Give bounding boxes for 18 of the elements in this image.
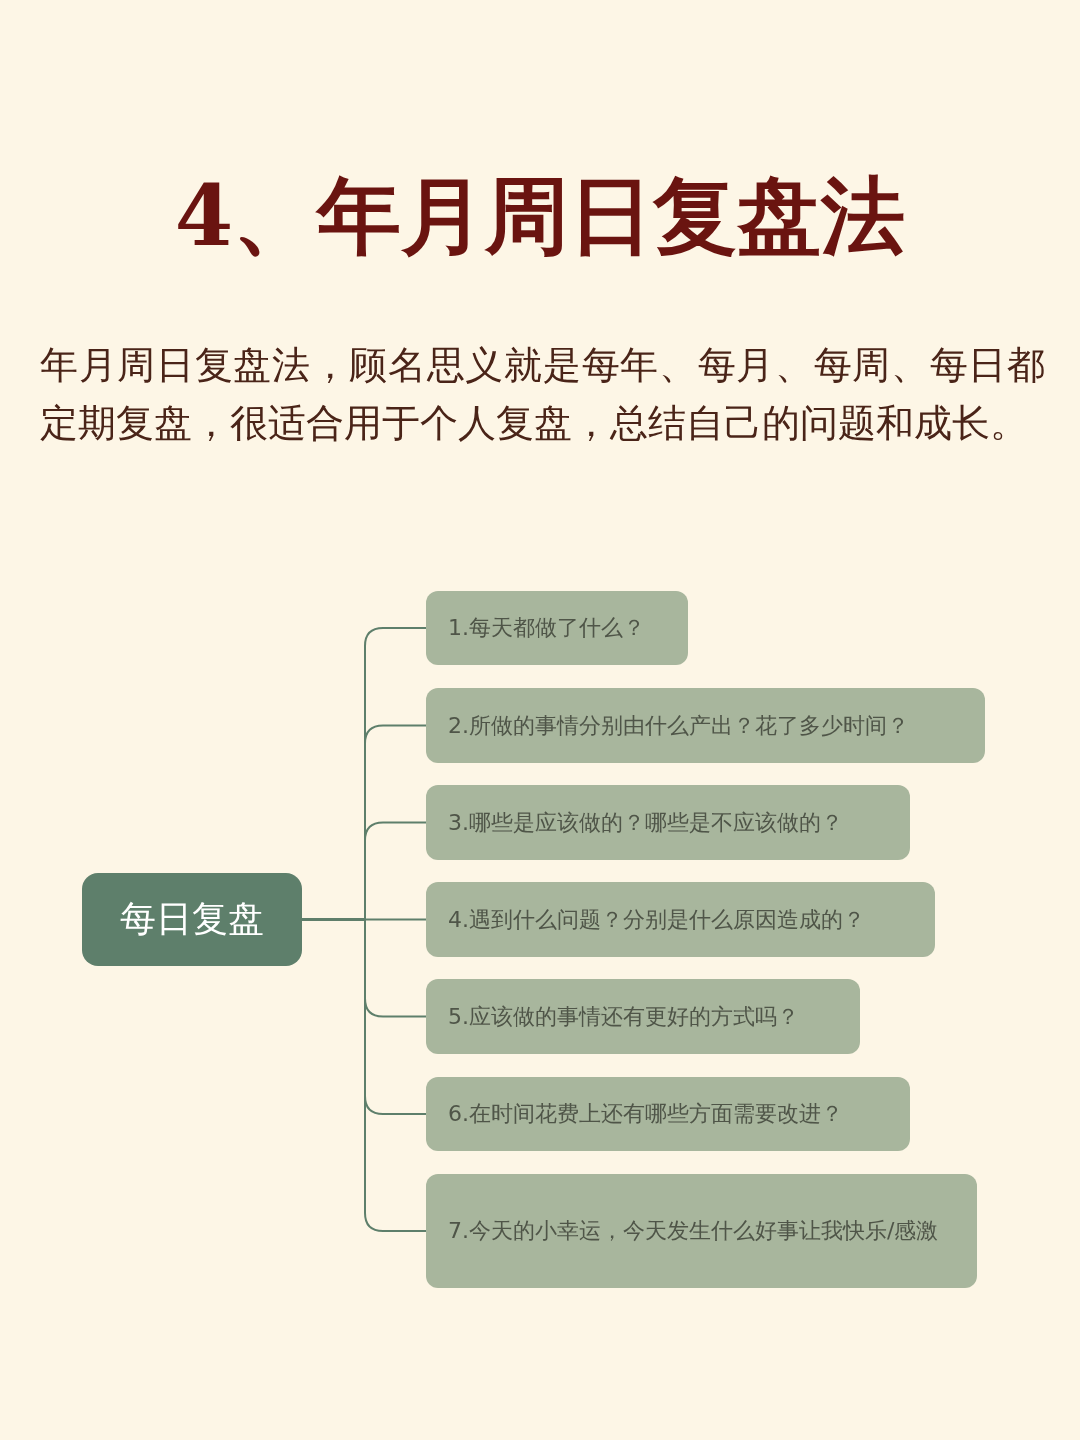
node-text: 5.应该做的事情还有更好的方式吗？: [448, 1002, 799, 1031]
intro-paragraph: 年月周日复盘法，顾名思义就是每年、每月、每周、每日都定期复盘，很适合用于个人复盘，总结自己的问题和成长。: [40, 342, 1045, 447]
topic-box: [426, 1077, 910, 1151]
title: 4、年月周日复盘法: [173, 165, 907, 267]
node-text: 3.哪些是应该做的？哪些是不应该做的？: [448, 808, 843, 837]
node-text: 7.今天的小幸运，今天发生什么好事让我快乐/感激: [448, 1217, 939, 1245]
topic-box: [426, 882, 935, 957]
node-text: 每日复盘: [120, 897, 264, 941]
topic-box: [426, 1174, 977, 1288]
topic-box: [426, 785, 910, 860]
topic-box: [426, 688, 985, 763]
node-text: 2.所做的事情分别由什么产出？花了多少时间？: [448, 711, 909, 740]
node-text: 6.在时间花费上还有哪些方面需要改进？: [448, 1100, 843, 1128]
topic-box: [426, 979, 860, 1054]
node-text: 4.遇到什么问题？分别是什么原因造成的？: [448, 905, 865, 934]
topic-box: [426, 591, 688, 665]
root-node: [82, 873, 302, 966]
node-text: 1.每天都做了什么？: [448, 614, 645, 642]
